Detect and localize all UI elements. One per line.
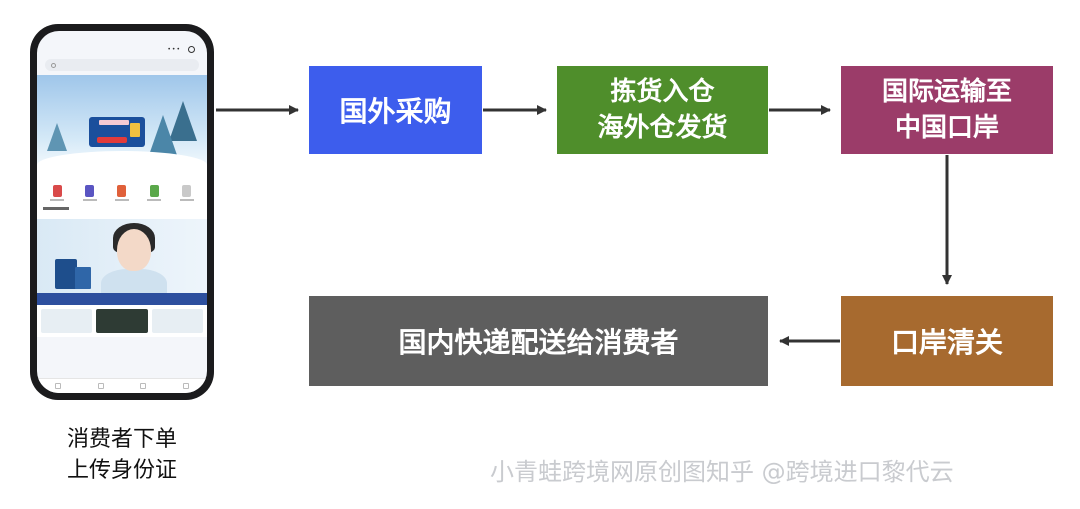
phone-product-cards [37, 305, 207, 337]
phone-promo-image [37, 219, 207, 305]
phone-mockup: ••• [30, 24, 214, 400]
category-item [114, 185, 129, 201]
step-2-line-1: 拣货入仓 [610, 77, 715, 107]
step-international-transport: 国际运输至 中国口岸 [841, 66, 1053, 154]
tree-decoration [47, 123, 67, 151]
step-3-line-1: 国际运输至 [881, 77, 1012, 107]
banner-gold-tag [130, 123, 140, 137]
step-5-line-1: 国内快递配送给消费者 [398, 326, 679, 359]
category-item [147, 185, 162, 201]
step-3-line-2: 中国口岸 [894, 113, 999, 143]
phone-caption: 消费者下单 上传身份证 [0, 424, 244, 486]
banner-title-decoration [99, 120, 129, 125]
promo-product [55, 259, 77, 289]
phone-section-header [37, 203, 207, 219]
category-item [179, 185, 194, 201]
step-overseas-purchase: 国外采购 [309, 66, 482, 154]
phone-status-bar [37, 31, 207, 43]
product-card [96, 309, 148, 333]
capsule-icon [188, 46, 195, 53]
caption-line-2: 上传身份证 [66, 458, 177, 483]
tree-decoration [149, 115, 177, 155]
caption-line-1: 消费者下单 [66, 427, 177, 452]
cart-icon [140, 383, 147, 389]
step-4-line-1: 口岸清关 [890, 326, 1003, 359]
phone-screen: ••• [37, 31, 207, 393]
profile-icon [182, 383, 189, 389]
banner-red-tag [97, 137, 127, 143]
product-card [151, 309, 203, 333]
home-icon [55, 383, 62, 389]
product-card [41, 309, 93, 333]
snow-decoration [37, 151, 207, 179]
step-2-line-2: 海外仓发货 [597, 113, 728, 143]
category-icon [97, 383, 104, 389]
more-icon: ••• [167, 46, 181, 53]
phone-tab-bar [37, 378, 207, 393]
step-port-clearance: 口岸清关 [841, 296, 1053, 386]
phone-app-header: ••• [37, 43, 207, 57]
phone-category-icons [37, 179, 207, 203]
promo-product [75, 267, 91, 289]
search-icon [51, 62, 56, 68]
category-item [82, 185, 97, 201]
promo-figure [117, 229, 151, 271]
step-warehouse-shipping: 拣货入仓 海外仓发货 [557, 66, 768, 154]
watermark: 小青蛙跨境网原创图知乎 @跨境进口黎代云 [490, 458, 954, 486]
phone-banner-image [37, 75, 207, 179]
promo-strip [37, 293, 207, 305]
step-domestic-delivery: 国内快递配送给消费者 [309, 296, 768, 386]
step-1-line-1: 国外采购 [339, 95, 452, 128]
category-item [50, 185, 65, 201]
phone-search-bar [45, 59, 199, 71]
